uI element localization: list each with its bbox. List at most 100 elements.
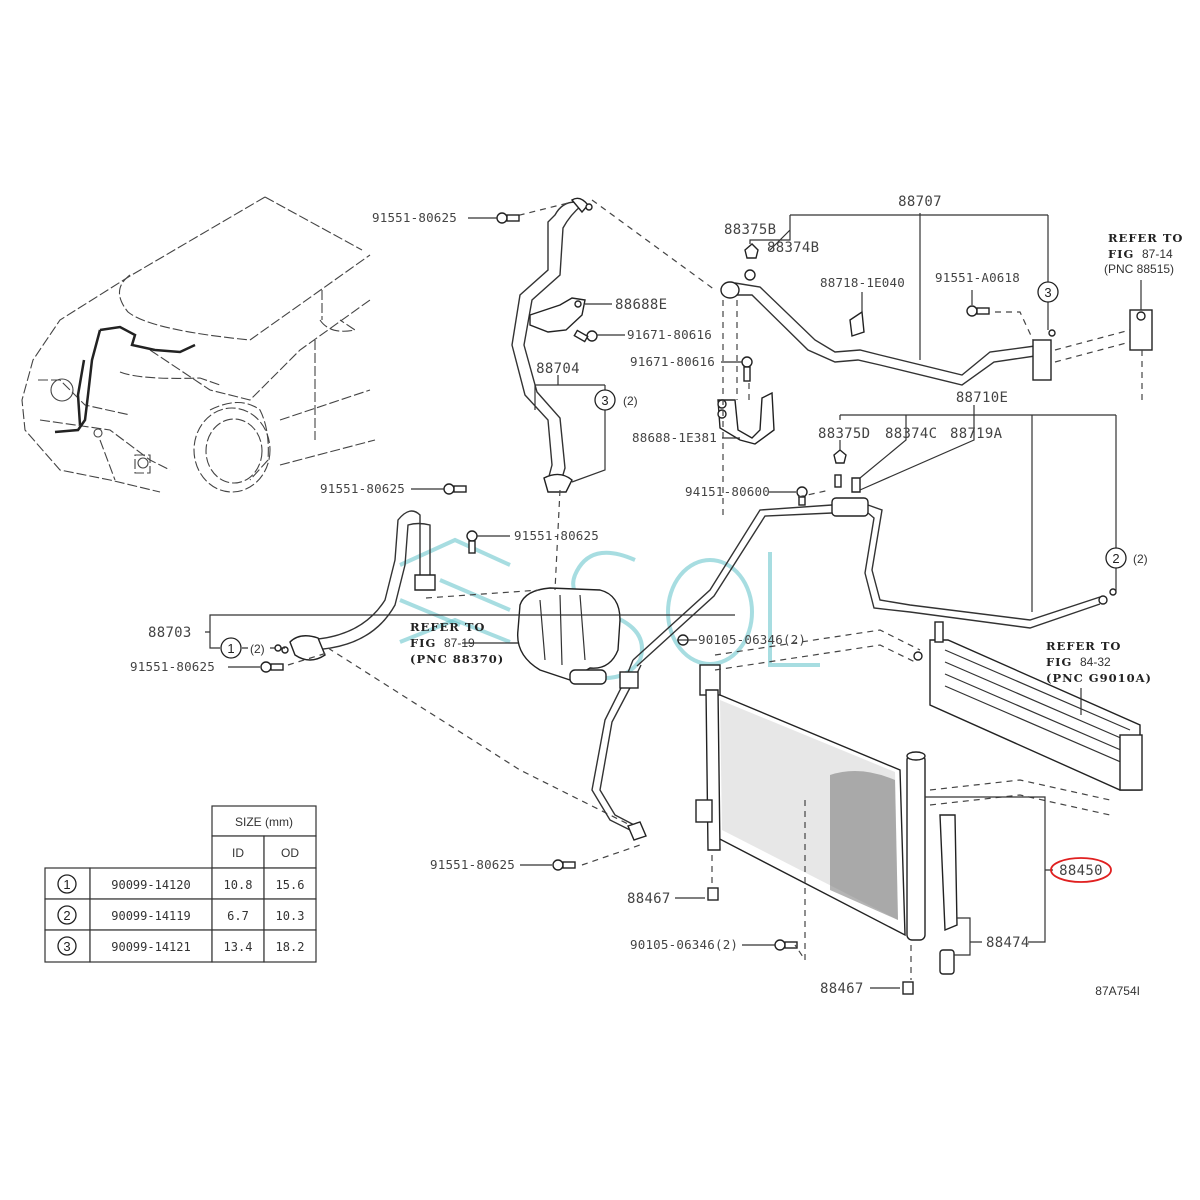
label-91551-80625: 91551-80625 [430, 857, 515, 872]
label-91551-A0618: 91551-A0618 [935, 270, 1020, 285]
svg-text:90099-14121: 90099-14121 [111, 940, 190, 954]
oil-cooler [913, 621, 1143, 791]
liquid-tube-88710E [632, 449, 1117, 667]
svg-text:(2): (2) [250, 642, 265, 656]
label-91551-80625: 91551-80625 [514, 528, 599, 543]
table-row: 2 90099-14119 6.7 10.3 [44, 898, 317, 931]
svg-text:(2): (2) [623, 394, 638, 408]
oring-mark-1: 1 (2) [220, 637, 282, 659]
label-91671-80616: 91671-80616 [627, 327, 712, 342]
svg-text:REFER TO: REFER TO [410, 620, 485, 634]
svg-text:3: 3 [63, 939, 70, 954]
label-94151-80600: 94151-80600 [685, 484, 770, 499]
compressor [425, 489, 621, 685]
highlighted-part-88450[interactable]: 88450 [1050, 857, 1112, 883]
table-size-header: SIZE (mm) [235, 815, 293, 829]
oring-size-table: SIZE (mm) ID OD 1 90099-14120 10.8 15.6 … [44, 805, 317, 963]
pipe-to-condenser [581, 659, 647, 866]
label-88467: 88467 [627, 891, 671, 907]
label-88450: 88450 [1059, 863, 1103, 879]
suction-hose-88704 [507, 197, 716, 493]
svg-text:13.4: 13.4 [224, 940, 253, 954]
highlight-ring [1050, 857, 1112, 883]
svg-text:1: 1 [63, 877, 70, 892]
condenser-88450 [695, 629, 1111, 995]
bolt-icon [796, 486, 808, 506]
svg-text:15.6: 15.6 [276, 878, 305, 892]
label-88707: 88707 [898, 194, 942, 210]
svg-text:FIG: FIG [410, 636, 436, 650]
oring-mark-3b: 3 [1037, 281, 1059, 303]
label-88375B: 88375B [724, 222, 776, 238]
label-90105-06346: 90105-06346(2) [698, 632, 806, 647]
label-88718-1E040: 88718-1E040 [820, 275, 905, 290]
label-88710E: 88710E [956, 390, 1008, 406]
label-91551-80625: 91551-80625 [372, 210, 457, 225]
dryer-88474 [939, 814, 958, 975]
label-88374C: 88374C [885, 426, 937, 442]
oring-mark-3a: 3 (2) [594, 389, 638, 411]
discharge-tube-88707 [720, 243, 1131, 520]
label-91671-80616: 91671-80616 [630, 354, 715, 369]
label-88474: 88474 [986, 935, 1030, 951]
bolt-icon [552, 859, 576, 871]
reference-84-32: REFER TO FIG 84-32 (PNC G9010A) [1046, 639, 1152, 685]
label-88375D: 88375D [818, 426, 870, 442]
expansion-valve [1129, 309, 1153, 405]
label-88703: 88703 [148, 625, 192, 641]
svg-text:87-14: 87-14 [1142, 247, 1173, 261]
table-col-id: ID [232, 846, 244, 860]
reference-87-14: REFER TO FIG 87-14 (PNC 88515) [1104, 231, 1183, 276]
label-88374B: 88374B [767, 240, 819, 256]
svg-text:3: 3 [1044, 285, 1051, 300]
svg-text:3: 3 [601, 393, 608, 408]
svg-text:90099-14119: 90099-14119 [111, 909, 190, 923]
label-88704: 88704 [536, 361, 580, 377]
vehicle-illustration [21, 196, 376, 493]
bolt-icon [966, 305, 990, 317]
svg-text:10.8: 10.8 [224, 878, 253, 892]
label-88688-1E381: 88688-1E381 [632, 430, 717, 445]
svg-text:(PNC G9010A): (PNC G9010A) [1046, 671, 1152, 685]
svg-text:FIG: FIG [1046, 655, 1072, 669]
svg-text:87-19: 87-19 [444, 636, 475, 650]
label-90105-06346: 90105-06346(2) [630, 937, 738, 952]
table-row: 3 90099-14121 13.4 18.2 [44, 929, 317, 963]
table-col-od: OD [281, 846, 299, 860]
svg-text:(PNC 88515): (PNC 88515) [1104, 262, 1174, 276]
svg-text:(2): (2) [1133, 552, 1148, 566]
svg-text:90099-14120: 90099-14120 [111, 878, 190, 892]
bolt-icons [260, 212, 990, 951]
svg-text:6.7: 6.7 [227, 909, 249, 923]
callout-labels: 91551-80625 88688E 91671-80616 88704 916… [130, 194, 1030, 997]
bracket-88688E [529, 297, 586, 333]
bolt-icon [443, 483, 467, 495]
oring-mark-2: 2 (2) [1105, 547, 1148, 569]
label-88688E: 88688E [615, 297, 667, 313]
bolt-icon [741, 356, 753, 382]
svg-text:REFER TO: REFER TO [1046, 639, 1121, 653]
label-88467: 88467 [820, 981, 864, 997]
svg-text:FIG: FIG [1108, 247, 1134, 261]
svg-text:REFER TO: REFER TO [1108, 231, 1183, 245]
svg-text:1: 1 [227, 641, 234, 656]
figure-code: 87A754I [1095, 984, 1140, 998]
bolt-icon [466, 530, 478, 554]
bolt-icon [260, 661, 284, 673]
svg-text:84-32: 84-32 [1080, 655, 1111, 669]
label-88719A: 88719A [950, 426, 1003, 442]
svg-text:2: 2 [1112, 551, 1119, 566]
watermark-logo [399, 537, 820, 680]
label-91551-80625: 91551-80625 [130, 659, 215, 674]
svg-text:10.3: 10.3 [276, 909, 305, 923]
bolt-icon [774, 939, 798, 951]
svg-text:18.2: 18.2 [276, 940, 305, 954]
svg-text:(PNC 88370): (PNC 88370) [410, 652, 504, 666]
bolt-icon [496, 212, 520, 224]
svg-text:2: 2 [63, 908, 70, 923]
reference-87-19: REFER TO FIG 87-19 (PNC 88370) [410, 620, 504, 666]
label-91551-80625: 91551-80625 [320, 481, 405, 496]
discharge-hose-88703 [281, 510, 641, 831]
bolt-icon [573, 329, 598, 343]
